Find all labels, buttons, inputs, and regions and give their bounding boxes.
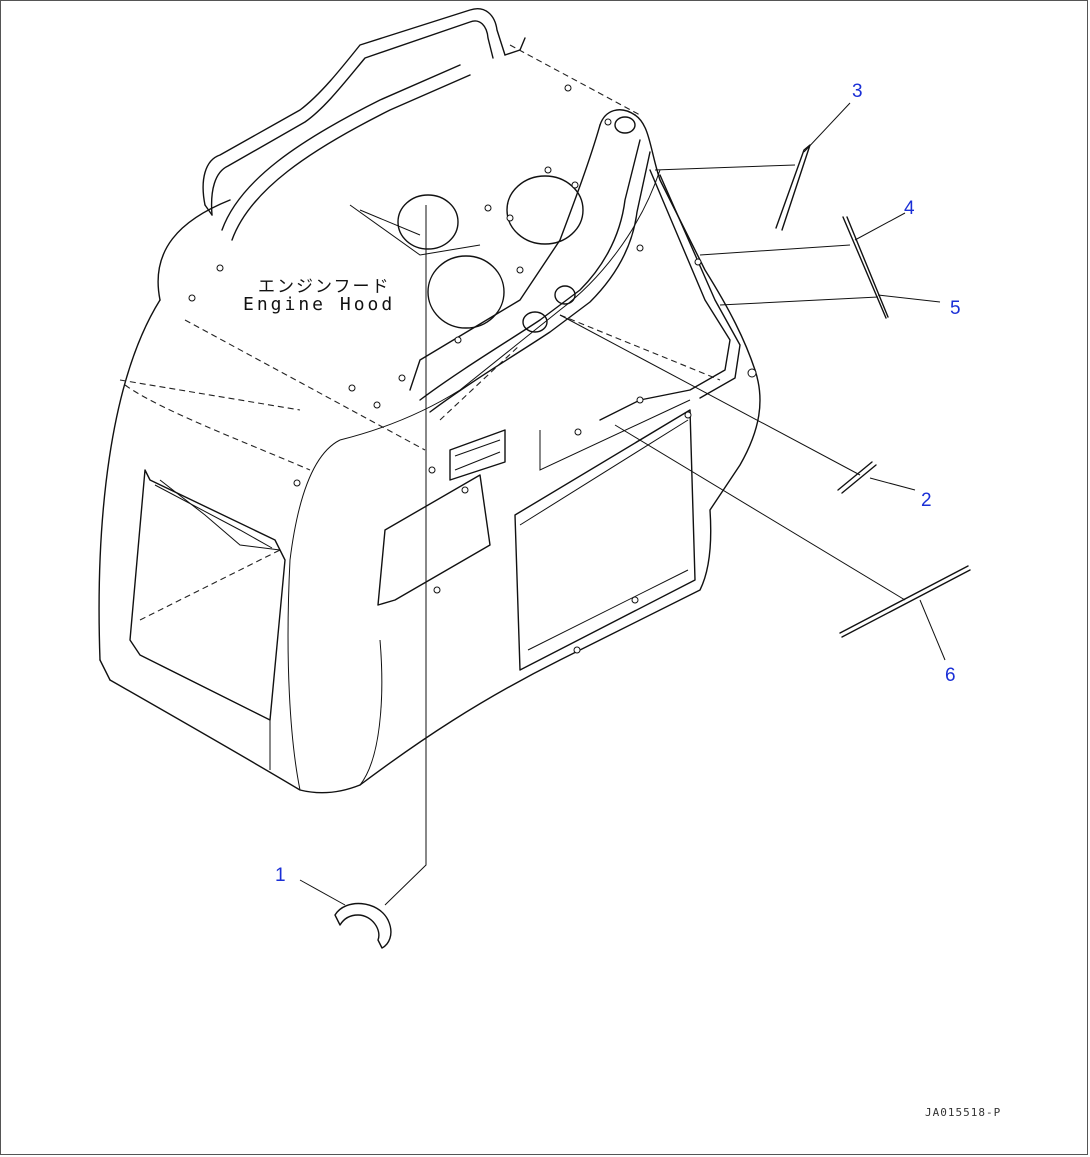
part-2-strip xyxy=(559,314,916,494)
callout-1: 1 xyxy=(275,865,286,886)
callout-3: 3 xyxy=(852,81,863,102)
hood-label-japanese: エンジンフード xyxy=(258,277,391,297)
part-3-strip xyxy=(654,102,851,231)
middle-panel xyxy=(377,429,506,606)
center-beam xyxy=(409,116,651,413)
callout-5: 5 xyxy=(950,298,961,319)
top-openings xyxy=(349,175,584,329)
hood-shell xyxy=(98,44,761,794)
right-opening xyxy=(514,399,696,671)
callout-4: 4 xyxy=(904,198,915,219)
top-rail xyxy=(202,8,526,241)
part-1-grommet xyxy=(299,205,427,949)
left-opening xyxy=(129,469,286,721)
bolts xyxy=(188,84,757,654)
part-4-5-strip xyxy=(699,212,941,319)
callout-6: 6 xyxy=(945,665,956,686)
drawing-code: JA015518-P xyxy=(925,1106,1002,1119)
right-frame xyxy=(599,169,741,421)
part-6-strip xyxy=(614,424,971,661)
callout-2: 2 xyxy=(921,490,932,511)
hood-label-english: Engine Hood xyxy=(243,294,396,315)
